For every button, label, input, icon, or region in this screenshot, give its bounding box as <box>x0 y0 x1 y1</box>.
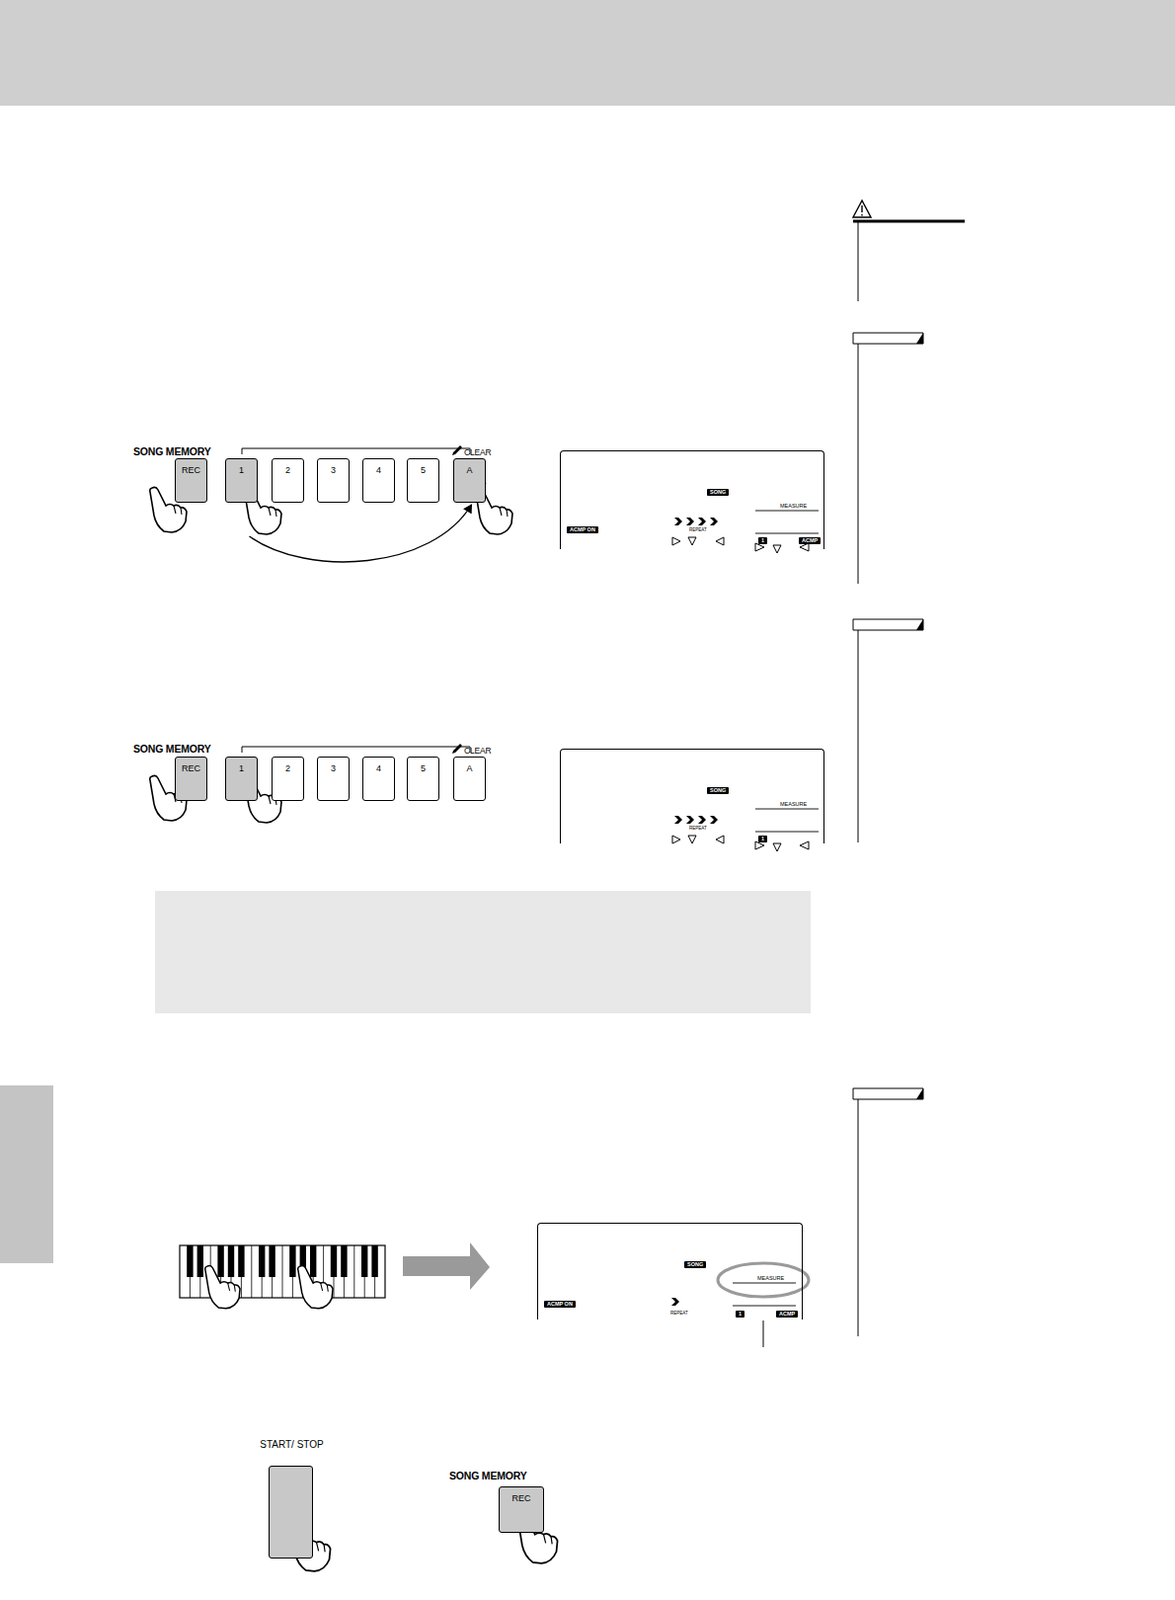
button-text: 5 <box>407 757 439 774</box>
display-indicator: SONG <box>706 786 729 794</box>
button-text: 3 <box>317 459 349 475</box>
display-indicator: SONG <box>706 488 729 496</box>
button-text: REC <box>499 1487 544 1503</box>
display-text: REPEAT <box>689 825 707 831</box>
panel-button: 2 <box>271 756 305 801</box>
panel-button: START/ STOP <box>268 1465 314 1559</box>
panel-button: 3 <box>316 756 350 801</box>
button-text: START/ STOP <box>259 1438 324 1450</box>
panel-button: 3 <box>316 458 350 503</box>
panel-button: 5 <box>406 458 440 503</box>
button-text: REC <box>175 757 207 774</box>
display-indicator: ACMP <box>798 537 821 545</box>
display-indicator: 1 <box>735 1310 745 1318</box>
display-text: MEASURE <box>780 502 807 510</box>
button-text: 4 <box>363 459 394 475</box>
panel-button: 2 <box>271 458 305 503</box>
display-text: MEASURE <box>780 800 807 808</box>
button-text: 1 <box>226 757 257 774</box>
panel-section-label: SONG MEMORY <box>449 1469 528 1482</box>
panel-button: REC <box>174 756 208 801</box>
display-indicator: SONG <box>684 1260 706 1268</box>
panel-button: 5 <box>406 756 440 801</box>
panel-section-label: SONG MEMORY <box>133 445 212 458</box>
panel-button: 1 <box>225 458 258 503</box>
button-text: A <box>454 757 485 774</box>
panel-section-label: SONG MEMORY <box>133 742 212 755</box>
button-text: 4 <box>363 757 394 774</box>
panel-button: A <box>453 756 486 801</box>
button-text: 2 <box>272 757 304 774</box>
button-text: 3 <box>317 757 349 774</box>
panel-button: 4 <box>362 756 395 801</box>
display-indicator: ACMP <box>776 1310 798 1318</box>
button-caption: CLEAR <box>464 446 491 459</box>
display-indicator: 1 <box>758 835 768 843</box>
lcd-display: SONG MEASURE ACMP ON ACMP 1 REPEAT <box>559 450 825 549</box>
lcd-display: SONG MEASURE ACMP ON REPEAT 1 ACMP <box>537 1222 803 1320</box>
display-indicator: ACMP ON <box>544 1300 576 1308</box>
sequence-arrow <box>249 504 472 562</box>
button-text: 1 <box>226 459 257 475</box>
button-text: REC <box>175 459 207 475</box>
panel-button: A <box>453 458 486 503</box>
display-text: MEASURE <box>757 1274 784 1282</box>
button-text: 2 <box>272 459 304 475</box>
button-text: 5 <box>407 459 439 475</box>
panel-button: REC <box>498 1486 545 1533</box>
display-indicator: 1 <box>758 537 768 545</box>
lcd-display: SONG MEASURE 1 REPEAT <box>559 748 825 844</box>
display-text: REPEAT <box>689 527 707 533</box>
display-text: REPEAT <box>670 1310 689 1316</box>
panel-button: 1 <box>225 756 258 801</box>
button-caption: CLEAR <box>464 744 491 757</box>
display-indicator: ACMP ON <box>566 526 599 534</box>
panel-button: REC <box>174 458 208 503</box>
panel-button: 4 <box>362 458 395 503</box>
button-text: A <box>454 459 485 475</box>
